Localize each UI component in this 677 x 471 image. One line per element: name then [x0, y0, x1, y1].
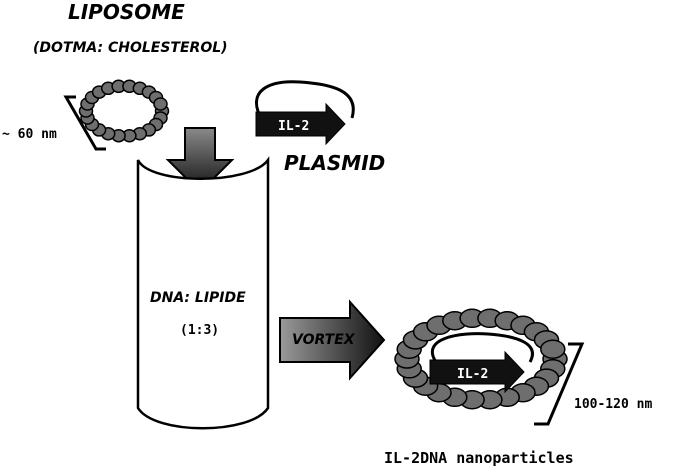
nanoparticle-gene-label: IL-2	[457, 367, 488, 382]
plasmid-gene-arrow	[255, 102, 346, 146]
nanoparticle-size-label: 100-120 nm	[574, 397, 652, 412]
small-liposome	[78, 79, 170, 143]
liposome-bead	[153, 97, 168, 111]
plasmid-loop	[255, 80, 355, 121]
small-liposome-size-label: ~ 60 nm	[2, 127, 57, 142]
nanoparticle-caption: IL-2DNA nanoparticles	[384, 449, 574, 467]
tube-ratio-value: (1:3)	[180, 323, 219, 338]
plasmid-label: PLASMID	[284, 151, 385, 175]
tube-ratio-title: DNA: LIPIDE	[150, 290, 246, 306]
nanoparticle-bead	[540, 339, 566, 359]
down-arrow-icon	[165, 127, 235, 194]
small-liposome-size-bracket	[63, 95, 106, 151]
nanoparticle-gene-arrow	[429, 350, 525, 394]
plasmid-gene-label: IL-2	[278, 119, 309, 134]
liposome-composition: (DOTMA: CHOLESTEROL)	[33, 40, 228, 56]
mixing-tube	[136, 156, 270, 430]
nanoparticle-size-bracket	[534, 342, 585, 426]
vortex-arrow: VORTEX	[279, 299, 386, 381]
liposome-title: LIPOSOME	[68, 0, 185, 24]
nanoparticle-plasmid: IL-2	[429, 332, 534, 394]
nanoparticle-ring	[394, 308, 568, 410]
plasmid-diagram: IL-2	[255, 80, 355, 146]
nanoparticle-plasmid-loop	[431, 332, 534, 363]
vortex-label: VORTEX	[292, 332, 356, 348]
